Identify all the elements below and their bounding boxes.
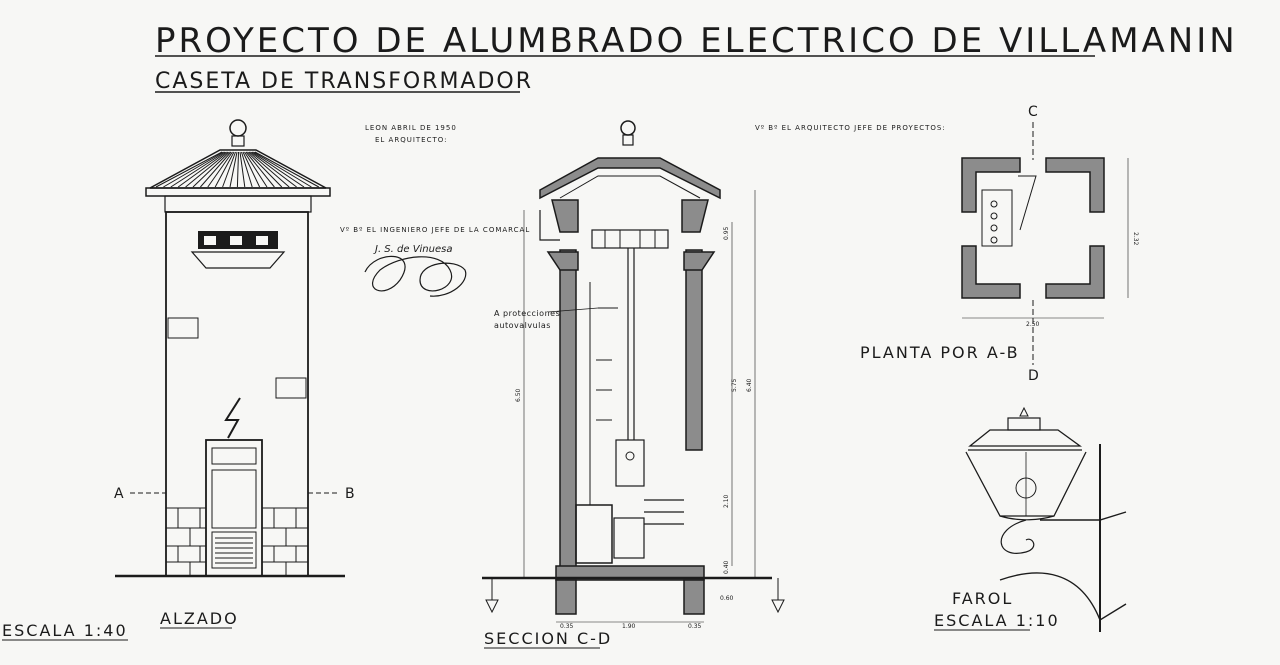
dim-left-wall: 0.35 bbox=[560, 623, 574, 630]
drawing-subtitle: CASETA DE TRANSFORMADOR bbox=[155, 69, 533, 94]
section-marker-d: D bbox=[1028, 368, 1039, 384]
architect-note: EL ARQUITECTO: bbox=[375, 136, 448, 144]
chief-architect-note: Vº Bº EL ARQUITECTO JEFE DE PROYECTOS: bbox=[755, 124, 946, 132]
lantern-label: FAROL bbox=[952, 589, 1013, 608]
dim-plan-width: 2.50 bbox=[1026, 321, 1040, 328]
section-marker-c: C bbox=[1028, 104, 1038, 120]
protection-note-line1: A protecciones bbox=[494, 309, 560, 318]
dim-interior-height: 5.75 bbox=[731, 378, 738, 392]
dim-upper: 0.95 bbox=[723, 226, 730, 240]
lantern-view: FAROL bbox=[952, 406, 1127, 632]
elevation-door bbox=[205, 439, 263, 577]
place-date-note: LEON ABRIL DE 1950 bbox=[365, 124, 457, 132]
elevation-label: ALZADO bbox=[160, 609, 239, 628]
dim-foundation: 0.60 bbox=[720, 595, 734, 602]
section-view: A protecciones autovalvulas 6.50 0.95 5.… bbox=[482, 120, 785, 630]
section-label: SECCION C-D bbox=[484, 629, 612, 648]
elevation-view: A B bbox=[114, 119, 355, 578]
project-title: PROYECTO DE ALUMBRADO ELECTRICO DE VILLA… bbox=[155, 21, 1238, 61]
dim-total-height: 6.40 bbox=[746, 378, 753, 392]
section-marker-b: B bbox=[345, 486, 355, 502]
dim-interior-width: 1.90 bbox=[622, 623, 636, 630]
svg-text:J. S. de Vinuesa: J. S. de Vinuesa bbox=[373, 244, 452, 255]
dim-base: 0.40 bbox=[723, 560, 730, 574]
plan-label: PLANTA POR A-B bbox=[860, 343, 1020, 362]
high-voltage-icon bbox=[224, 397, 241, 439]
protection-note-line2: autovalvulas bbox=[494, 321, 551, 330]
plan-view: C D 2.50 2.32 PLANTA POR A-B bbox=[860, 104, 1139, 384]
main-scale-label: ESCALA 1:40 bbox=[2, 621, 128, 640]
masonry-base bbox=[166, 507, 308, 576]
dim-plan-depth: 2.32 bbox=[1132, 232, 1139, 246]
roof-tiles bbox=[155, 151, 320, 188]
dim-section-height: 6.50 bbox=[515, 388, 522, 402]
engineer-note: Vº Bº EL INGENIERO JEFE DE LA COMARCAL bbox=[340, 226, 530, 234]
dim-right-wall: 0.35 bbox=[688, 623, 702, 630]
dim-door-height: 2.10 bbox=[723, 494, 730, 508]
section-marker-a: A bbox=[114, 486, 124, 502]
right-wall-upper bbox=[685, 249, 703, 451]
lantern-scale-label: ESCALA 1:10 bbox=[934, 611, 1060, 630]
vent-windows bbox=[190, 231, 286, 269]
signature: J. S. de Vinuesa bbox=[364, 244, 467, 297]
left-wall bbox=[559, 249, 577, 577]
